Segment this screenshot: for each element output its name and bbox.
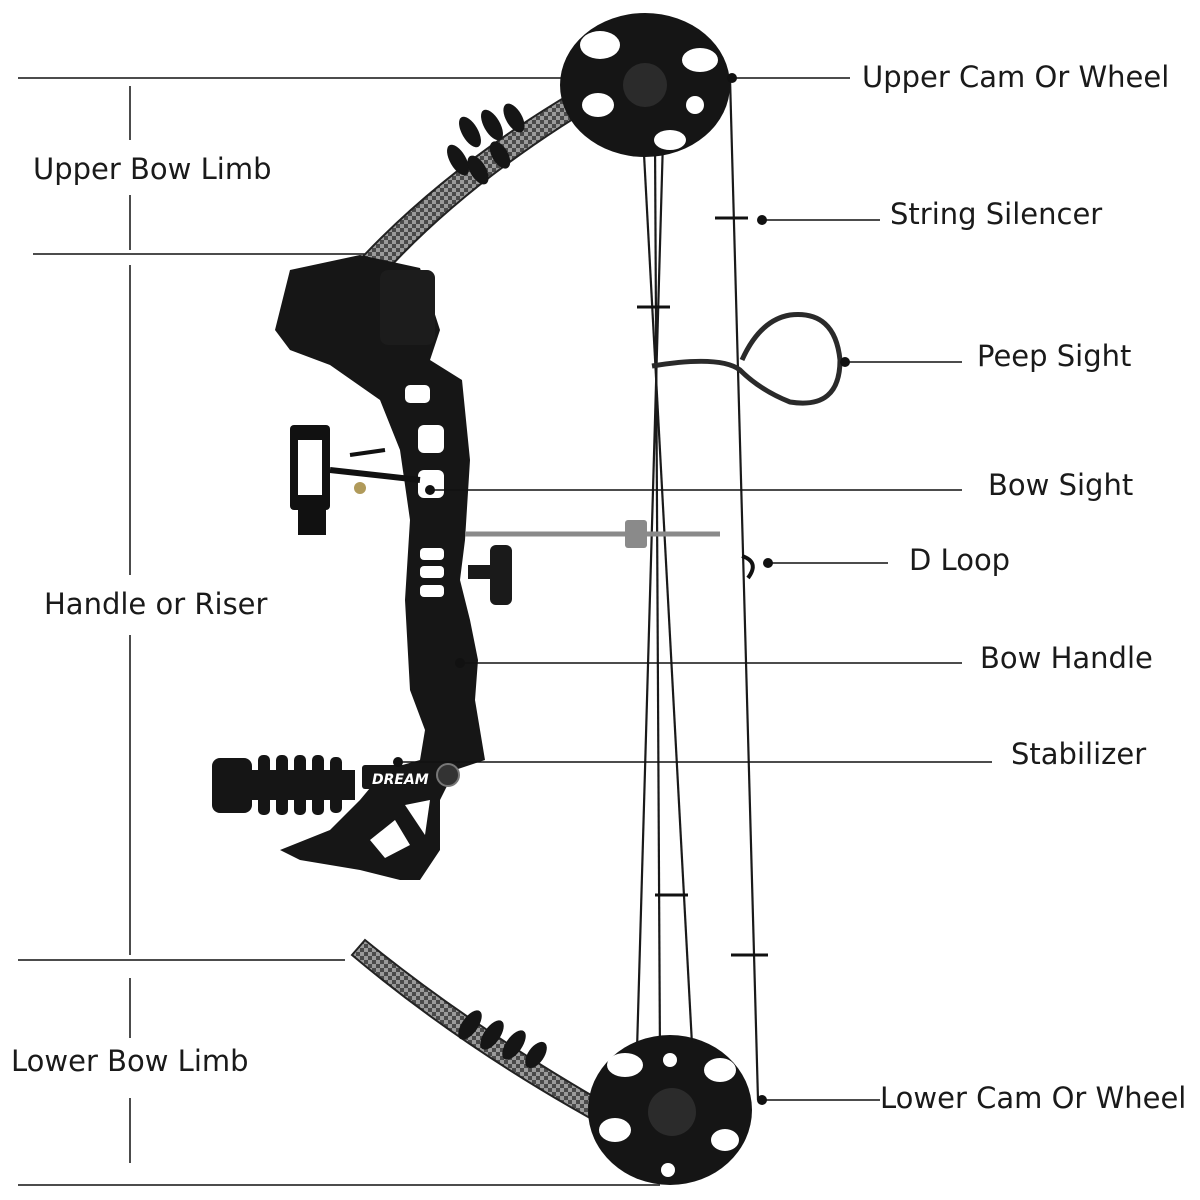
label-lower-cam: Lower Cam Or Wheel <box>880 1081 1187 1115</box>
riser-body <box>275 255 485 880</box>
brand-badge <box>362 765 432 789</box>
label-bow-handle: Bow Handle <box>980 641 1153 675</box>
cable-a <box>638 79 697 1101</box>
section-brackets <box>18 77 660 1186</box>
brand-text: DREAM <box>372 772 429 788</box>
lower-limb-dampeners <box>458 1010 547 1069</box>
main-bow-string <box>728 77 760 1101</box>
d-loop-shape <box>741 554 755 580</box>
riser-cutouts <box>370 385 444 858</box>
upper-cam <box>560 13 730 157</box>
bow-sight <box>290 425 421 535</box>
leader-dots <box>393 73 850 1105</box>
stabilizer <box>212 755 355 815</box>
label-upper-bow-limb: Upper Bow Limb <box>33 152 272 186</box>
cable-b <box>633 69 667 1121</box>
peep-sight-tube <box>651 312 843 406</box>
upper-limb-dampeners <box>447 103 525 185</box>
label-handle-or-riser: Handle or Riser <box>44 587 268 621</box>
label-upper-cam: Upper Cam Or Wheel <box>862 60 1170 94</box>
arrow-rest-block <box>380 270 435 345</box>
label-d-loop: D Loop <box>909 543 1011 577</box>
stabilizer-endcap <box>212 758 252 813</box>
lower-cam <box>588 1035 752 1185</box>
label-bow-sight: Bow Sight <box>988 468 1134 502</box>
string-accessories <box>637 216 768 957</box>
compass-icon <box>436 763 460 787</box>
riser: DREAM <box>275 255 720 880</box>
leader-lines <box>398 77 992 1101</box>
label-peep-sight: Peep Sight <box>977 339 1132 373</box>
bow-strings <box>633 69 760 1121</box>
cable-c <box>653 139 662 1061</box>
label-string-silencer: String Silencer <box>890 197 1103 231</box>
label-lower-bow-limb: Lower Bow Limb <box>11 1044 249 1078</box>
arrow-holder <box>625 520 647 548</box>
rest-knob <box>490 545 512 605</box>
label-stabilizer: Stabilizer <box>1011 737 1147 771</box>
